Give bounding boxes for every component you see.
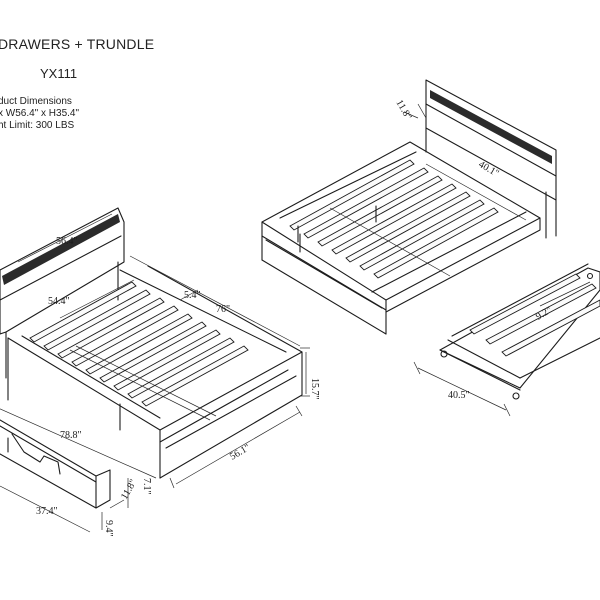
top-bed-slats bbox=[289, 159, 499, 279]
model-number: YX111 bbox=[40, 66, 78, 81]
dim-drawer-height: 9.4" bbox=[103, 520, 114, 537]
spec-heading: duct Dimensions bbox=[0, 96, 72, 107]
dim-inner-width: 54.4" bbox=[48, 296, 70, 307]
dim-headboard-width: 56.4" bbox=[56, 236, 78, 247]
dim-slat-gap: 5.4" bbox=[184, 290, 201, 301]
spec-size: x W56.4" x H35.4" bbox=[0, 108, 80, 119]
dim-top-inner-width: 40.1" bbox=[477, 159, 501, 179]
dim-trundle-length: 40.5" bbox=[448, 390, 470, 401]
dim-drawer-length: 37.4" bbox=[36, 506, 58, 517]
spec-weight-limit: ht Limit: 300 LBS bbox=[0, 120, 75, 131]
dim-bed-height: 15.7" bbox=[309, 378, 320, 400]
main-bed-drawing bbox=[0, 207, 303, 479]
trundle-drawing bbox=[413, 263, 600, 417]
dim-drawer-side: 7.1" bbox=[141, 478, 152, 495]
top-bed-dimension-lines bbox=[403, 103, 527, 221]
product-title: DRAWERS + TRUNDLE bbox=[0, 36, 155, 52]
dim-bed-length: 78.8" bbox=[60, 430, 82, 441]
trundle-slats bbox=[469, 273, 600, 357]
dim-bed-width: 56.1" bbox=[228, 442, 252, 462]
main-bed-slats bbox=[29, 281, 249, 407]
dim-inner-length: 76" bbox=[216, 304, 230, 315]
main-bed-dimension-lines bbox=[0, 213, 310, 489]
dim-drawer-depth: 11.8" bbox=[119, 478, 139, 502]
dim-top-headboard-depth: 11.8" bbox=[393, 98, 413, 122]
top-bed-drawing bbox=[261, 79, 557, 335]
drawer-drawing bbox=[0, 419, 129, 533]
